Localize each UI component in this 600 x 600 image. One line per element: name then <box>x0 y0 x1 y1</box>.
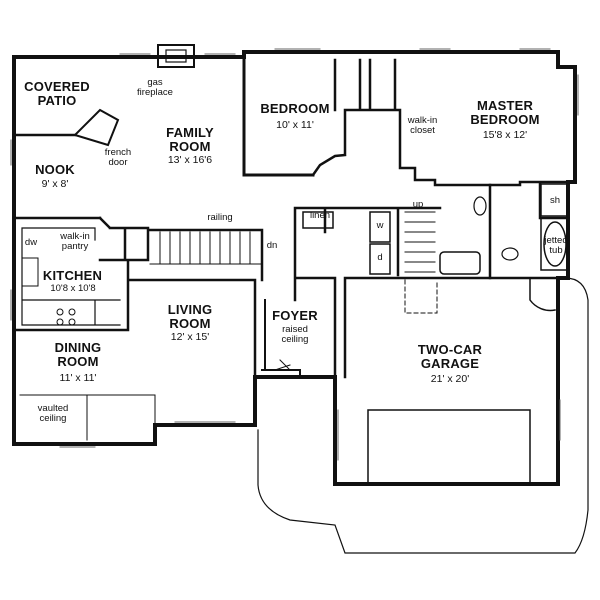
note-walk-in-pantry: walk-in pantry <box>60 231 90 252</box>
counter <box>21 227 121 326</box>
french-door <box>73 108 120 147</box>
room-label-foyer: FOYER <box>272 308 318 323</box>
room-size-family-room: 13' x 16'6 <box>167 154 213 166</box>
note-washer: w <box>376 220 384 231</box>
note-jetted-tub: jetted tub <box>544 235 568 256</box>
interior-wall <box>242 55 315 177</box>
room-size-master-bedroom: 15'8 x 12' <box>482 129 528 141</box>
note-vaulted-ceiling: vaulted ceiling <box>37 403 69 424</box>
stair-lines <box>149 231 263 265</box>
room-label-bedroom: BEDROOM <box>260 101 330 116</box>
room-label-nook: NOOK <box>35 162 75 177</box>
room-label-kitchen: KITCHEN <box>42 268 103 283</box>
note-dw: dw <box>24 237 38 248</box>
vaulted-divider <box>19 394 156 441</box>
note-french-door: french door <box>104 147 132 168</box>
garage-step <box>404 279 438 314</box>
note-sh: sh <box>549 195 561 206</box>
room-label-dining-room: DINING ROOM <box>54 340 102 369</box>
room-label-master-bedroom: MASTER BEDROOM <box>470 98 540 127</box>
note-linen: linen <box>309 210 331 221</box>
room-size-nook: 9' x 8' <box>41 178 69 190</box>
walkway <box>257 277 589 554</box>
interior-wall <box>293 206 560 379</box>
room-label-living-room: LIVING ROOM <box>167 302 213 331</box>
note-walk-in-closet: walk-in closet <box>407 115 438 136</box>
note-raised-ceiling: raised ceiling <box>281 324 309 345</box>
room-size-bedroom: 10' x 11' <box>276 119 314 131</box>
room-size-garage: 21' x 20' <box>430 373 470 385</box>
stair-railing <box>148 228 264 282</box>
note-dn: dn <box>266 240 278 251</box>
room-label-family-room: FAMILY ROOM <box>166 125 214 154</box>
windows <box>10 48 579 461</box>
interior-wall <box>311 58 492 187</box>
room-label-garage: TWO-CAR GARAGE <box>417 342 483 371</box>
garage-door <box>367 409 531 485</box>
stair-lines <box>404 211 436 273</box>
room-size-kitchen: 10'8 x 10'8 <box>50 283 96 294</box>
note-dryer: d <box>377 252 383 263</box>
room-label-covered-patio: COVERED PATIO <box>24 79 90 108</box>
note-gas-fireplace: gas fireplace <box>137 77 173 98</box>
foyer-door <box>261 299 301 379</box>
interior-wall <box>488 180 577 280</box>
room-size-living-room: 12' x 15' <box>170 331 210 343</box>
room-size-dining-room: 11' x 11' <box>59 372 97 384</box>
note-railing: railing <box>207 212 233 223</box>
interior-wall <box>12 216 257 379</box>
note-up: up <box>412 199 424 210</box>
